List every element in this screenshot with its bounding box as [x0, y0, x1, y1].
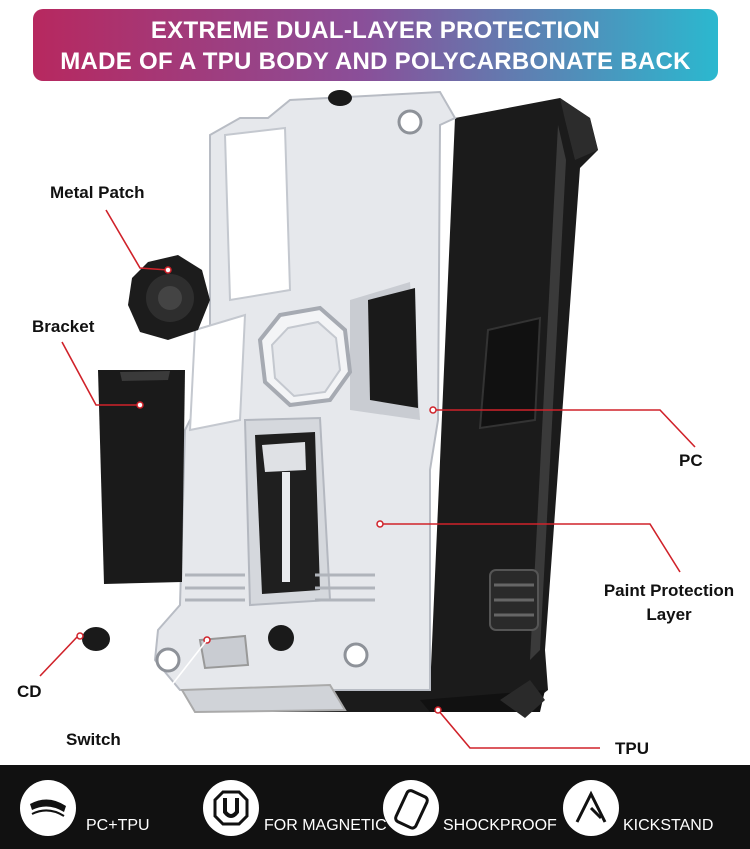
headline-banner: EXTREME DUAL-LAYER PROTECTION MADE OF A …	[33, 9, 718, 81]
switch-label: Switch	[66, 730, 121, 749]
metal-patch-label: Metal Patch	[50, 183, 145, 202]
tpu-label: TPU	[615, 739, 649, 758]
bracket-label: Bracket	[32, 317, 95, 336]
metal-patch-part	[128, 255, 210, 340]
pc-silver-back	[153, 90, 457, 714]
paint-protection-label-line-2: Layer	[646, 605, 692, 624]
headline-line-2: MADE OF A TPU BODY AND POLYCARBONATE BAC…	[60, 48, 691, 75]
kickstand-icon	[563, 780, 619, 836]
magnet-icon	[203, 780, 259, 836]
callout-lines	[39, 209, 696, 749]
switch-callout-line	[115, 639, 208, 736]
top-screw	[328, 90, 352, 106]
shockproof-phone-icon	[383, 780, 439, 836]
feature-bar: PC+TPU FOR MAGNETIC SHOCKPROOF KICKSTAND	[0, 765, 750, 849]
case-curve-icon	[20, 780, 76, 836]
pc-label: PC	[679, 451, 703, 470]
feature-label-pc-tpu: PC+TPU	[86, 817, 150, 834]
paint-protection-label: Paint Protection Layer	[596, 579, 742, 627]
headline-line-1: EXTREME DUAL-LAYER PROTECTION	[150, 17, 601, 44]
feature-label-shockproof: SHOCKPROOF	[443, 817, 557, 834]
exploded-case-illustration	[39, 90, 696, 749]
tpu-black-body	[260, 98, 598, 718]
paint-protection-label-line-1: Paint Protection	[603, 581, 735, 600]
feature-label-for-magnetic: FOR MAGNETIC	[264, 817, 387, 834]
feature-label-kickstand: KICKSTAND	[623, 817, 714, 834]
cd-part	[82, 627, 110, 651]
cd-label: CD	[17, 682, 42, 701]
bracket-part	[98, 370, 185, 584]
